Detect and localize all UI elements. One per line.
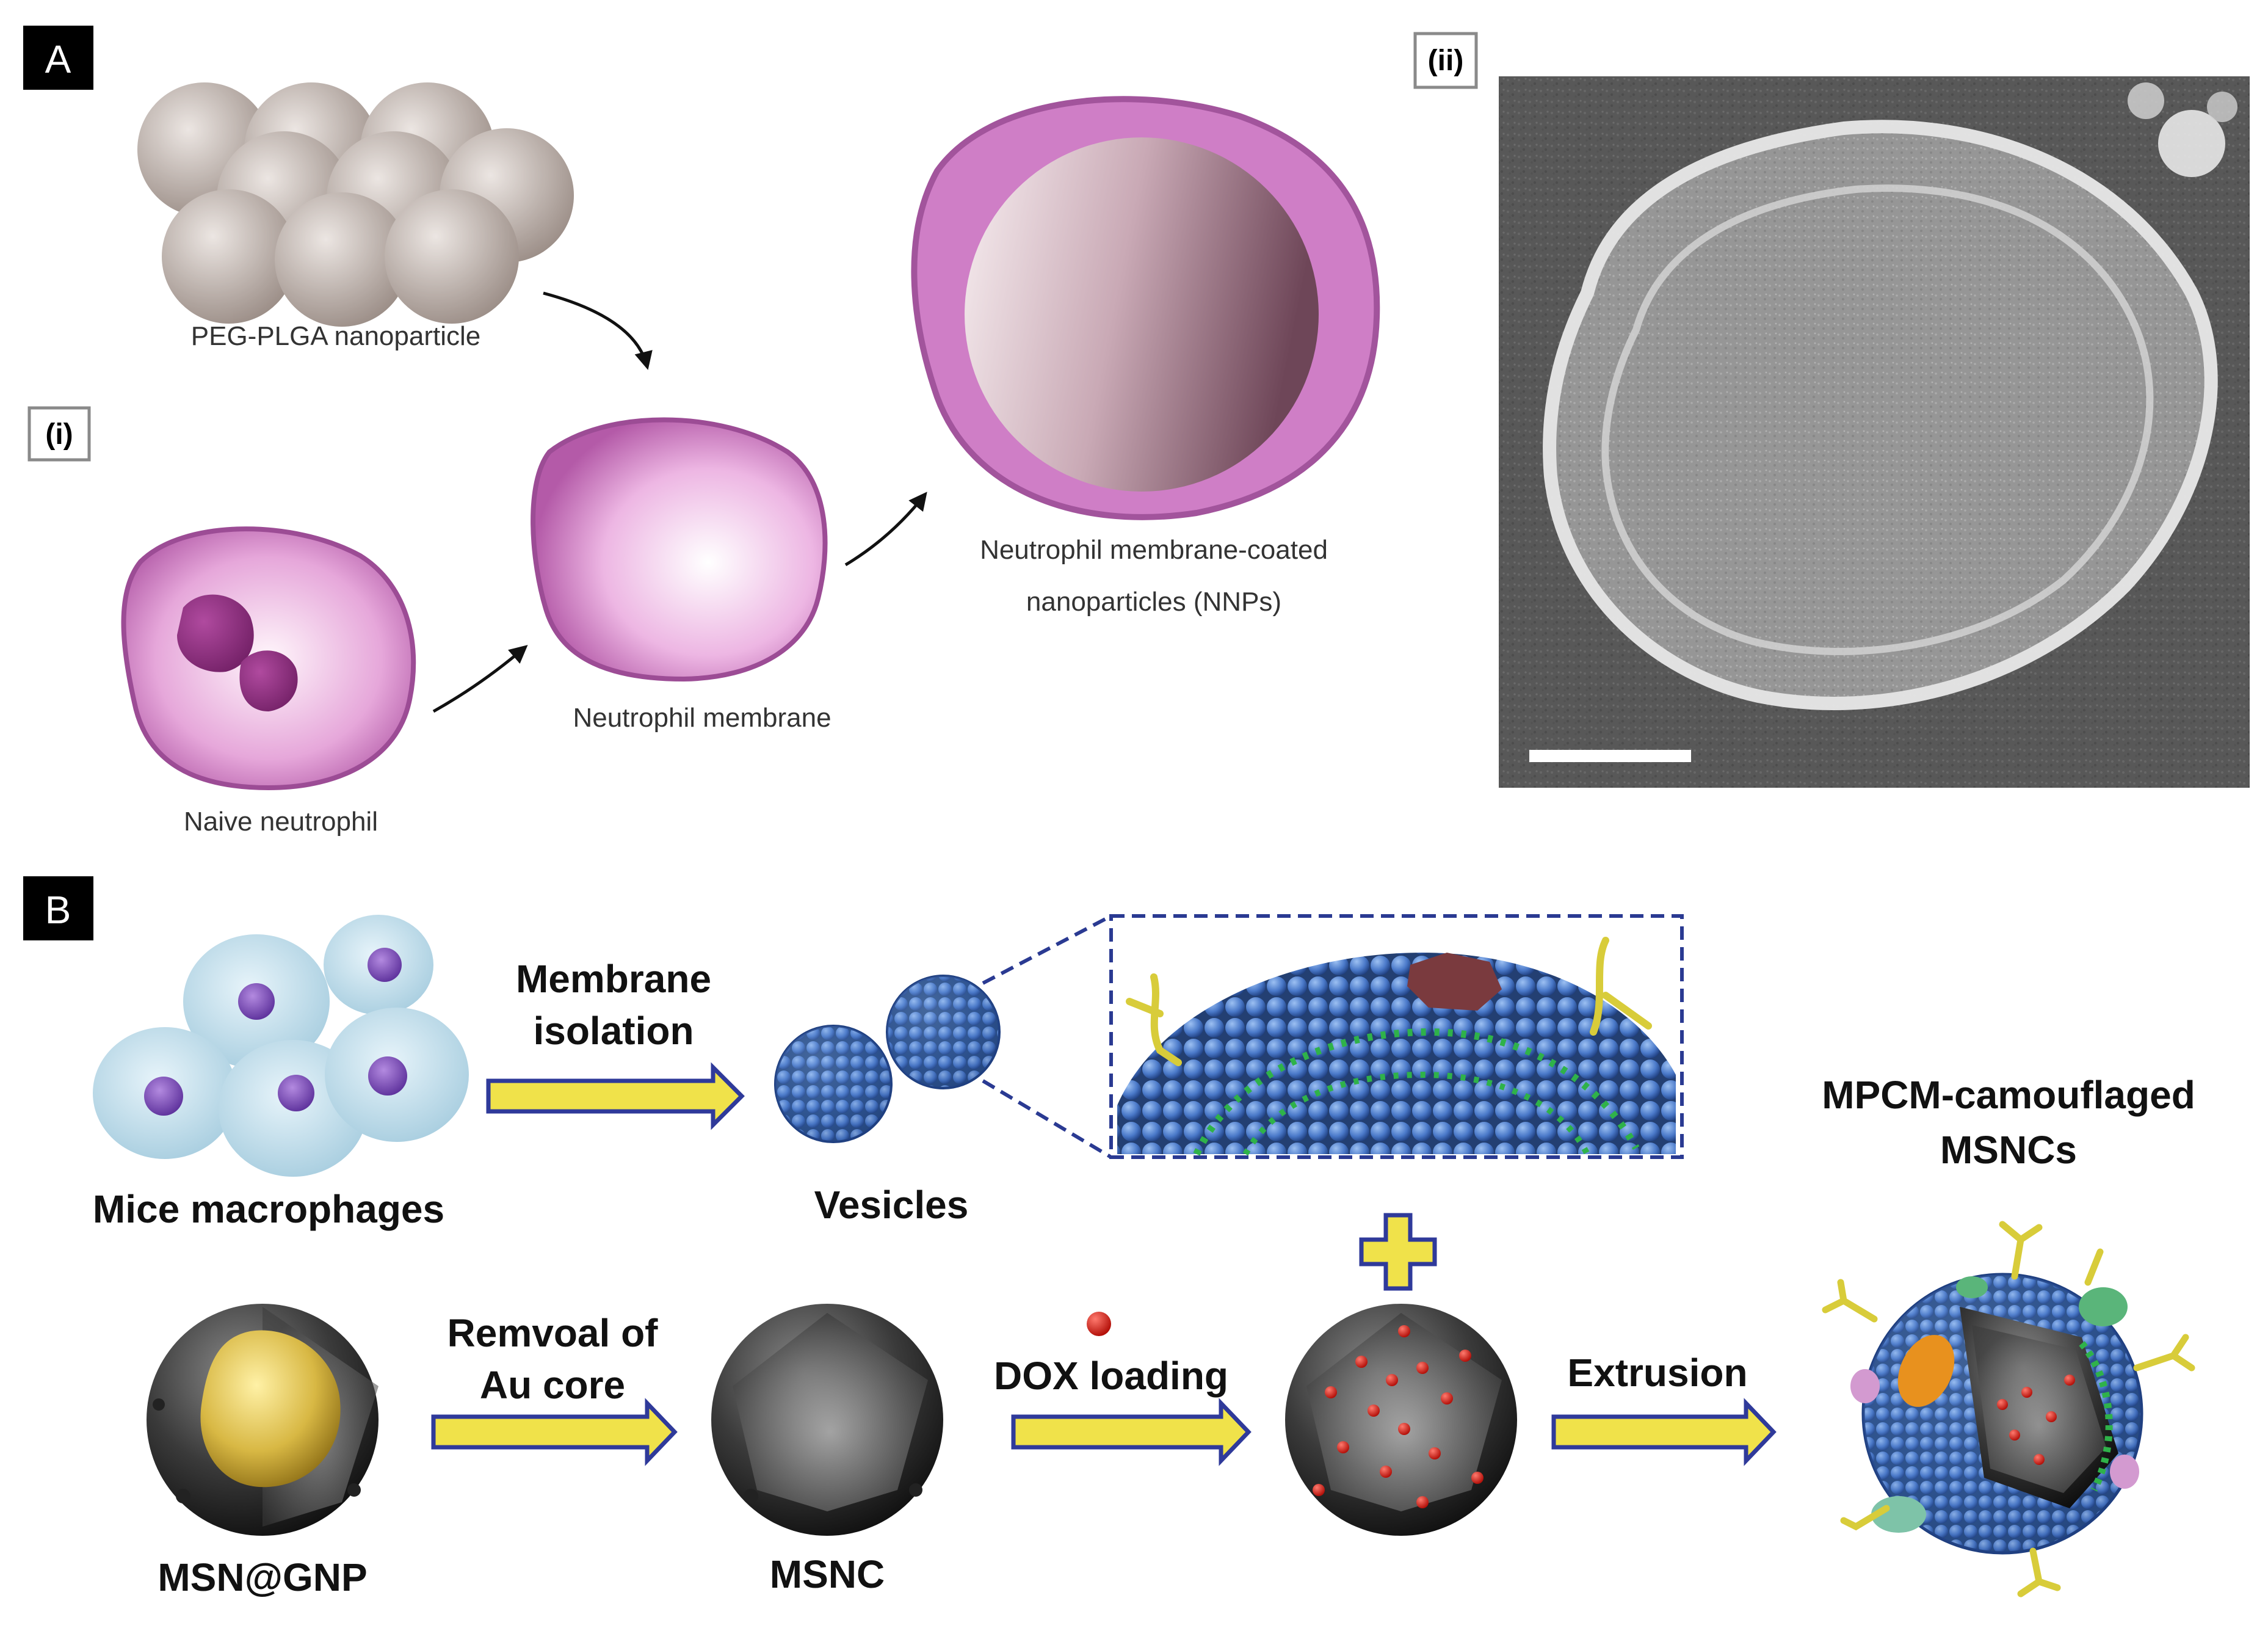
glycan-chain-right — [1590, 937, 1652, 1036]
caption-msn-gnp: MSN@GNP — [158, 1555, 367, 1599]
macrophage-cell — [325, 1008, 469, 1142]
dox-loaded-msnc-particle — [1285, 1304, 1517, 1536]
dox-molecules — [1313, 1325, 1484, 1508]
arrow-nanoparticle-to-membrane — [543, 291, 653, 370]
macrophage-cell — [183, 934, 330, 1069]
caption-membrane-isolation-line1: Membrane — [516, 957, 711, 1001]
arrow-membrane-isolation — [486, 1062, 745, 1130]
sub-label-ii-box — [1413, 32, 1478, 89]
arrow-dox-loading — [1011, 1398, 1252, 1466]
panel-a-label-box — [23, 26, 93, 90]
arrow-extrusion — [1551, 1398, 1777, 1466]
caption-peg-plga-nanoparticle: PEG-PLGA nanoparticle — [191, 321, 480, 351]
nnp-coated-nanoparticle — [911, 96, 1380, 520]
tem-outer-shell — [1543, 120, 2218, 710]
arrow-neutrophil-to-membrane — [432, 645, 528, 713]
sub-label-i-box — [27, 406, 91, 462]
macrophage-cell — [324, 915, 433, 1015]
membrane-bilayer-detail — [1117, 937, 1676, 1156]
mpcm-camouflaged-msnc-particle — [1822, 1221, 2195, 1597]
caption-nnp-line1: Neutrophil membrane-coated — [980, 535, 1328, 565]
panel-b-label-box — [23, 876, 93, 940]
vesicles — [774, 975, 1001, 1143]
tem-inner-core — [1601, 184, 2154, 655]
glycan-chain-left — [1126, 973, 1182, 1066]
caption-mpcm-line2: MSNCs — [1940, 1128, 2077, 1172]
caption-mpcm-line1: MPCM-camouflaged — [1822, 1073, 2195, 1117]
caption-vesicles: Vesicles — [814, 1183, 969, 1227]
caption-membrane-isolation-line2: isolation — [533, 1009, 694, 1053]
caption-removal-line1: Remvoal of — [447, 1311, 659, 1355]
arrow-removal-of-au-core — [431, 1398, 678, 1466]
dox-molecule-icon — [1087, 1312, 1111, 1336]
mice-macrophage-cells — [93, 915, 469, 1177]
membrane-protein-green — [2079, 1287, 2128, 1326]
gold-core — [200, 1330, 341, 1488]
caption-extrusion: Extrusion — [1567, 1351, 1747, 1395]
msn-gnp-particle — [147, 1304, 379, 1536]
caption-naive-neutrophil: Naive neutrophil — [184, 807, 378, 837]
neutrophil-membrane-vesicle — [531, 417, 828, 682]
caption-dox-loading: DOX loading — [994, 1354, 1228, 1398]
tem-scale-bar — [1529, 750, 1691, 762]
arrow-membrane-to-nnp — [844, 492, 927, 567]
membrane-protein-orange — [1897, 1335, 1955, 1407]
panel-a: A PEG-PLGA nanoparticle (i) Naive neutro… — [23, 26, 2250, 837]
membrane-protein — [1407, 953, 1502, 1011]
caption-mice-macrophages: Mice macrophages — [93, 1187, 444, 1231]
caption-nnp-line2: nanoparticles (NNPs) — [1026, 587, 1281, 617]
sub-label-ii: (ii) — [1428, 45, 1464, 77]
caption-msnc: MSNC — [770, 1552, 885, 1596]
tem-bright-spot — [2158, 110, 2225, 177]
panel-a-label: A — [45, 37, 71, 81]
nucleus-lobe-2 — [239, 650, 298, 711]
panel-b-label: B — [45, 888, 71, 932]
macrophage-cell — [93, 1027, 237, 1159]
peg-plga-nanoparticle-cluster — [137, 82, 574, 327]
sub-label-i: (i) — [45, 418, 73, 451]
zoom-connector-lines — [982, 914, 1112, 1159]
panel-b: B Mice macrophages Membrane isolation Ve… — [23, 876, 2195, 1599]
tem-micrograph — [1499, 76, 2250, 788]
naive-neutrophil-cell — [121, 526, 416, 791]
glycan-chains — [1822, 1221, 2195, 1597]
nucleus-lobe-1 — [177, 594, 254, 672]
msnc-particle — [711, 1304, 943, 1536]
caption-removal-line2: Au core — [480, 1363, 625, 1407]
caption-neutrophil-membrane: Neutrophil membrane — [573, 703, 831, 733]
plus-sign — [1359, 1213, 1437, 1291]
